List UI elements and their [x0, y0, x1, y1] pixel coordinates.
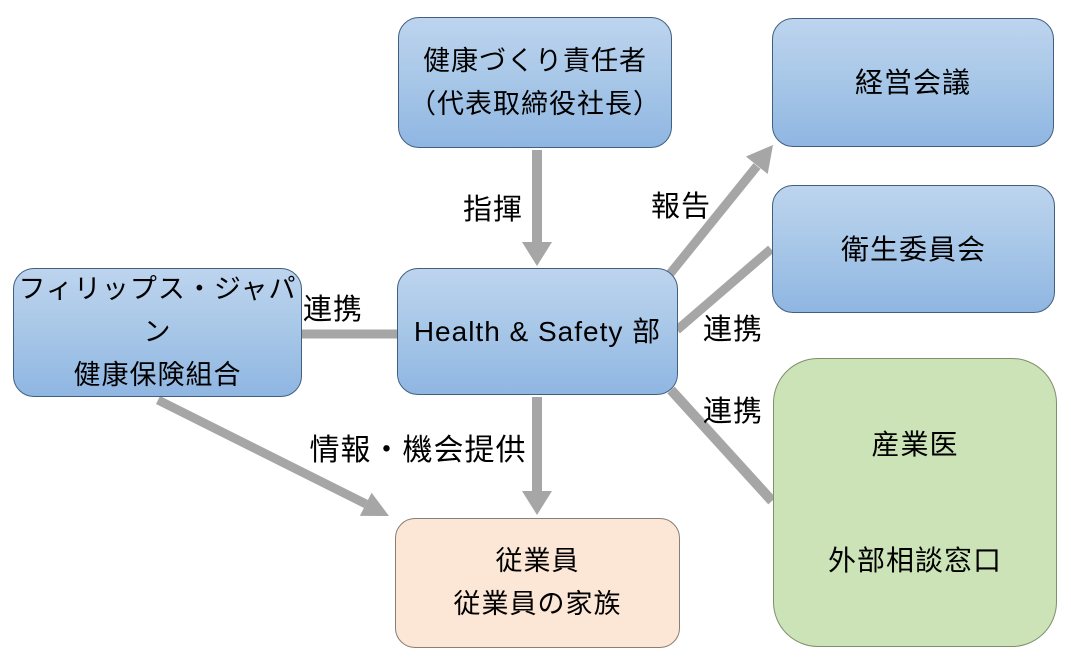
node-management-meeting-label: 経営会議 — [854, 67, 971, 98]
info-arrow-line — [155, 395, 369, 509]
report-arrowhead-icon — [745, 145, 773, 174]
node-employees: 従業員 従業員の家族 — [395, 518, 680, 648]
coop-support-line — [667, 386, 776, 505]
node-insurance-union: フィリップス・ジャパン 健康保険組合 — [13, 268, 302, 397]
node-employees-line1: 従業員 — [495, 546, 580, 576]
node-hs-department: Health & Safety 部 — [397, 268, 678, 395]
edge-label-report: 報告 — [650, 191, 712, 223]
provide-arrowhead-icon — [522, 491, 552, 515]
node-occupational-line1: 産業医 — [871, 429, 959, 461]
node-hygiene-committee-label: 衛生委員会 — [840, 233, 986, 265]
node-insurance-union-line2: 健康保険組合 — [73, 360, 242, 390]
node-health-leader-line1: 健康づくり責任者 — [423, 45, 647, 76]
edge-label-info-opportunity: 情報・機会提供 — [309, 434, 527, 467]
node-employees-line2: 従業員の家族 — [453, 589, 622, 619]
node-hygiene-committee: 衛生委員会 — [772, 185, 1055, 313]
report-arrow-line — [665, 163, 761, 278]
node-occupational-line2: 外部相談窓口 — [827, 544, 1002, 576]
edge-label-coop-support: 連携 — [702, 396, 764, 428]
node-hs-department-label: Health & Safety 部 — [413, 316, 662, 347]
node-health-leader-line2: （代表取締役社長） — [409, 88, 661, 119]
node-occupational-support: 産業医 外部相談窓口 — [773, 358, 1057, 647]
node-management-meeting: 経営会議 — [772, 18, 1054, 147]
edge-label-command: 指揮 — [462, 194, 524, 226]
edge-label-coop-insurance: 連携 — [302, 294, 364, 326]
info-arrowhead-icon — [359, 492, 389, 516]
node-insurance-union-line1: フィリップス・ジャパン — [18, 274, 297, 347]
coop-committee-line — [674, 245, 774, 334]
node-health-leader: 健康づくり責任者 （代表取締役社長） — [398, 17, 672, 148]
command-arrowhead-icon — [522, 242, 552, 266]
edge-label-coop-committee: 連携 — [702, 314, 764, 346]
